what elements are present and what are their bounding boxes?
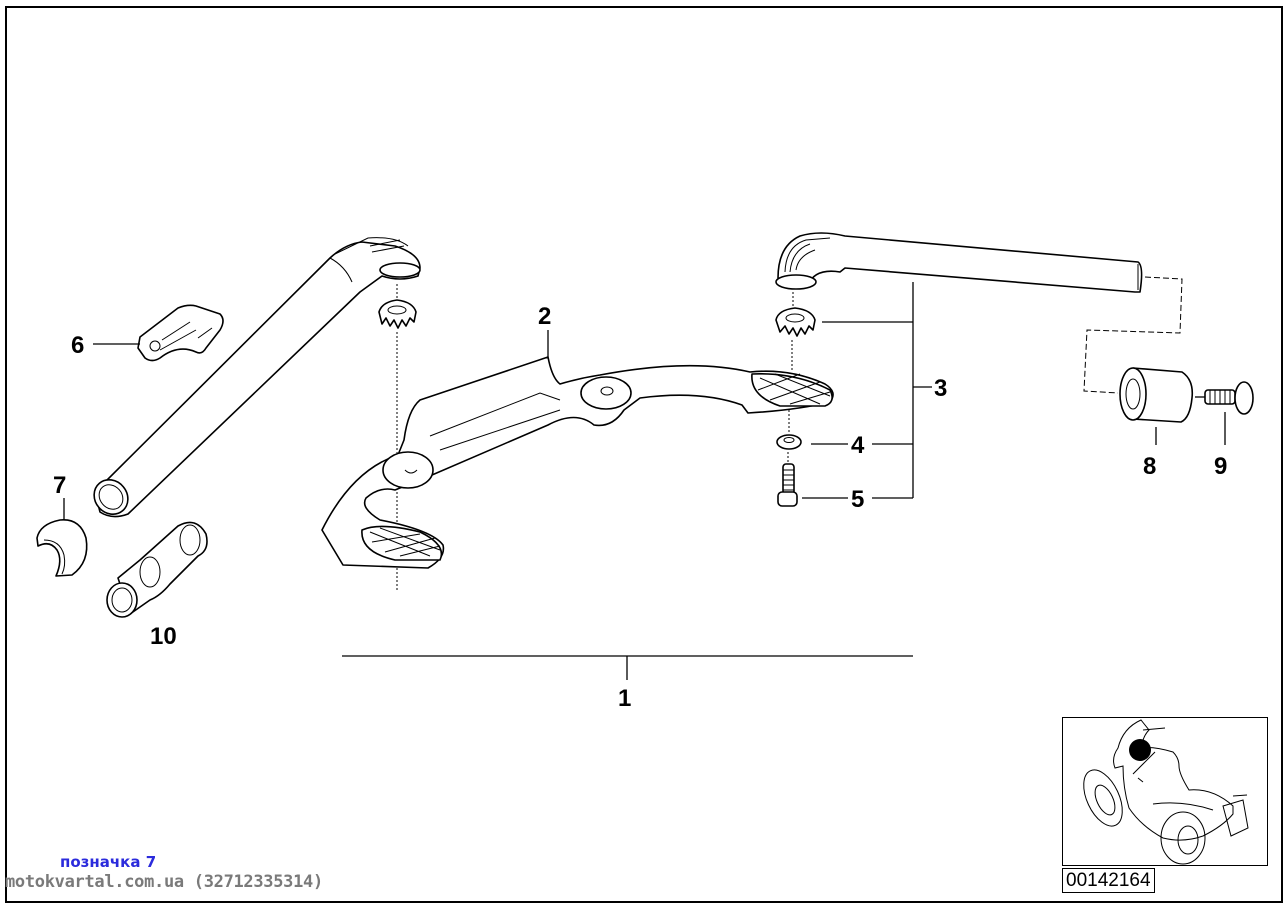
serrated-washer-right [775,307,816,337]
part-6-label-plate[interactable] [137,304,224,362]
document-number: 00142164 [1062,868,1155,893]
part-3-grab-handle[interactable] [775,232,1143,293]
left-handle-tube[interactable] [87,237,421,521]
callout-2[interactable]: 2 [538,303,551,330]
bracket-1 [342,655,913,680]
caption-label: позначка 7 [60,853,157,871]
motorcycle-thumbnail [1083,719,1249,865]
callout-6[interactable]: 6 [71,332,84,359]
serrated-washer-left [378,299,417,329]
diagram-frame [5,6,1283,903]
callout-7[interactable]: 7 [53,472,66,499]
callout-9[interactable]: 9 [1214,453,1227,480]
part-9-screw[interactable] [1204,381,1254,415]
callout-3[interactable]: 3 [934,375,947,402]
bracket-3-4-5 [802,282,932,499]
part-4-washer[interactable] [776,434,802,450]
part-7-half-shell[interactable] [36,519,88,577]
callout-4[interactable]: 4 [851,432,865,459]
part-2-center-bracket[interactable] [321,356,834,569]
position-marker [1129,739,1151,761]
callout-5[interactable]: 5 [851,486,864,513]
part-10-tube-insert[interactable] [106,521,208,618]
locator-inset [1062,717,1268,866]
assembly-path [1083,276,1183,394]
part-8-end-weight[interactable] [1119,367,1194,423]
callout-8[interactable]: 8 [1143,453,1156,480]
part-5-screw[interactable] [777,463,798,507]
watermark: motokvartal.com.ua (32712335314) [5,872,323,892]
callout-1[interactable]: 1 [618,685,631,712]
callout-10[interactable]: 10 [150,623,177,650]
